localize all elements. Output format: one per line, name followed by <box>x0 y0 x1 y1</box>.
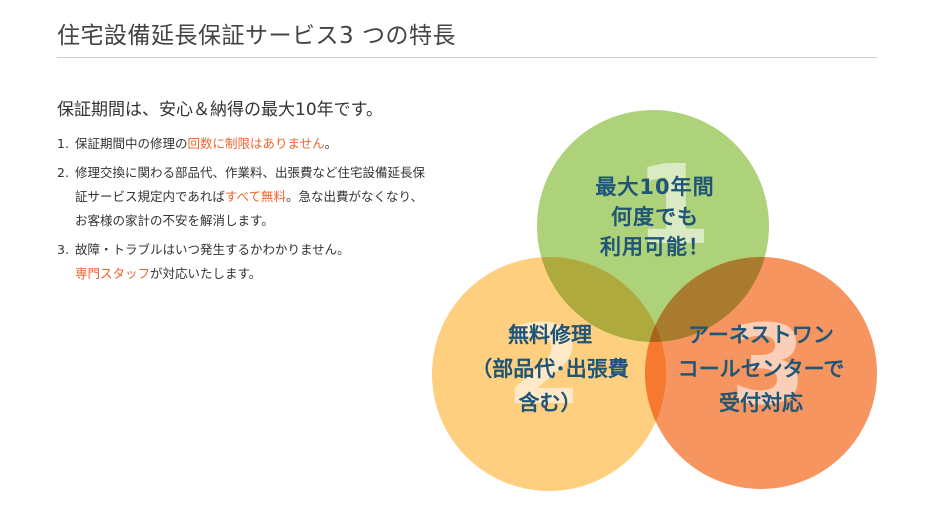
feature-highlight: すべて無料 <box>224 189 287 204</box>
circle-3-line: コールセンターで <box>677 357 845 381</box>
section-title: 住宅設備延長保証サービス3 つの特長 <box>57 23 456 49</box>
feature-item-3: 3. 故障・トラブルはいつ発生するかわかりません。専門スタッフが対応いたします。 <box>57 238 427 286</box>
feature-circle-2 <box>432 257 666 491</box>
feature-text: 故障・トラブルはいつ発生するかわかりません。専門スタッフが対応いたします。 <box>75 242 350 281</box>
lead-text: 保証期間は、安心＆納得の最大10年です。 <box>57 100 383 120</box>
circle-2-line: 無料修理 <box>508 323 592 347</box>
feature-item-1: 1. 保証期間中の修理の回数に制限はありません。 <box>57 132 427 156</box>
feature-circle-3 <box>645 257 877 489</box>
circle-number-1: 1 <box>635 141 712 269</box>
feature-list: 1. 保証期間中の修理の回数に制限はありません。 2. 修理交換に関わる部品代、… <box>57 132 427 291</box>
feature-item-2: 2. 修理交換に関わる部品代、作業料、出張費など住宅設備延長保証サービス規定内で… <box>57 161 427 233</box>
circle-1-text: 最大10年間 何度でも 利用可能！ <box>545 172 765 262</box>
circle-1-line: 利用可能！ <box>600 235 710 259</box>
circle-3-text: アーネストワン コールセンターで 受付対応 <box>648 318 874 420</box>
feature-venn-diagram: 1 2 3 最大10年間 何度でも 利用可能！ 無料修理 （部品代･出張費 含む… <box>430 110 877 500</box>
feature-text: 保証期間中の修理の回数に制限はありません。 <box>75 136 338 151</box>
circle-3-line: 受付対応 <box>719 391 803 415</box>
circle-number-3: 3 <box>730 301 807 429</box>
title-divider <box>57 57 877 58</box>
feature-text: 修理交換に関わる部品代、作業料、出張費など住宅設備延長保証サービス規定内であれば… <box>75 165 426 228</box>
feature-highlight: 専門スタッフ <box>75 266 151 281</box>
feature-highlight: 回数に制限はありません <box>187 136 325 151</box>
feature-number: 2. <box>57 165 69 180</box>
circle-2-line: 含む） <box>518 391 582 415</box>
feature-number: 1. <box>57 136 69 151</box>
circle-1-line: 何度でも <box>611 205 699 229</box>
circle-number-2: 2 <box>506 301 583 429</box>
circle-3-line: アーネストワン <box>688 323 834 347</box>
circle-1-line: 最大10年間 <box>595 175 715 199</box>
circle-2-text: 無料修理 （部品代･出張費 含む） <box>436 318 664 420</box>
feature-number: 3. <box>57 242 69 257</box>
circle-2-line: （部品代･出張費 <box>471 357 629 381</box>
